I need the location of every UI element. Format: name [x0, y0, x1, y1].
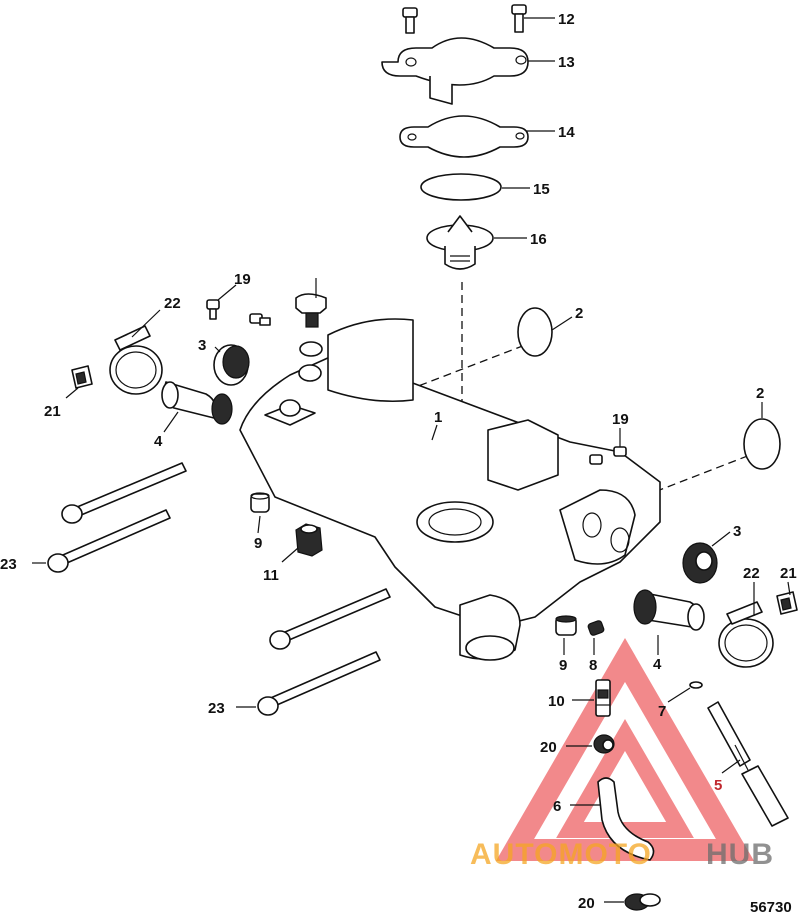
label-13: 13 [558, 54, 575, 71]
label-2-upper: 2 [575, 305, 583, 322]
watermark-automoto: AUTOMOTO [470, 838, 652, 871]
part-21-clip-right [776, 591, 798, 615]
label-16: 16 [530, 231, 547, 248]
label-3-right: 3 [733, 523, 741, 540]
part-3-cap-right [682, 542, 718, 584]
part-5-temperature-sensor [707, 701, 789, 827]
label-23-lower: 23 [208, 700, 225, 717]
label-8: 8 [589, 657, 597, 674]
watermark-text: AUTOMOTO HUB [470, 838, 774, 871]
label-23-upper: 23 [0, 556, 17, 573]
label-7: 7 [658, 703, 666, 720]
label-1: 1 [434, 409, 442, 426]
part-9-bushing-left [250, 492, 270, 513]
label-9-left: 9 [254, 535, 262, 552]
label-4-left: 4 [154, 433, 163, 450]
part-22-hose-clamp-left [109, 325, 163, 395]
part-3-cap-left [213, 344, 250, 386]
part-labels: 12 13 14 15 16 2 2 1 19 19 22 22 3 3 4 4… [0, 11, 797, 912]
part-14-gasket [399, 115, 529, 158]
part-4-fitting-right [633, 589, 705, 631]
part-2-seal-right [743, 418, 781, 470]
part-1-housing [239, 318, 661, 661]
part-4-fitting-left [161, 381, 233, 425]
part-7-o-ring [689, 681, 703, 689]
label-20-upper: 20 [540, 739, 557, 756]
part-22-hose-clamp-right [718, 601, 774, 668]
part-11-nut [295, 523, 323, 557]
label-12: 12 [558, 11, 575, 28]
part-23-long-bolts [47, 462, 391, 716]
label-20-lower: 20 [578, 895, 595, 912]
part-13-thermostat-cover [381, 37, 529, 105]
label-14: 14 [558, 124, 575, 141]
label-2-right: 2 [756, 385, 764, 402]
label-15: 15 [533, 181, 550, 198]
part-10-fitting [595, 679, 611, 717]
part-8-plug [587, 620, 605, 636]
label-21-right: 21 [780, 565, 797, 582]
part-20-clamp-upper [593, 734, 615, 754]
drain-plug [295, 293, 327, 357]
label-4-right: 4 [653, 656, 662, 673]
part-6-hose [597, 777, 655, 861]
part-20-clamp-lower [624, 893, 661, 911]
label-11: 11 [263, 567, 279, 584]
part-12-bolts [402, 4, 527, 34]
label-21-left: 21 [44, 403, 61, 420]
part-16-thermostat [426, 215, 494, 270]
leader-lines [32, 17, 791, 903]
watermark-hub: HUB [706, 838, 774, 871]
label-5: 5 [714, 777, 722, 794]
label-6: 6 [553, 798, 561, 815]
label-22-left: 22 [164, 295, 181, 312]
diagram-number: 56730 [750, 899, 792, 916]
part-19-bolts-upper [206, 299, 271, 326]
label-22-right: 22 [743, 565, 760, 582]
part-21-clip-left [71, 365, 93, 389]
label-3-left: 3 [198, 337, 206, 354]
label-10: 10 [548, 693, 565, 710]
label-19-right: 19 [612, 411, 629, 428]
part-15-o-ring [420, 173, 502, 201]
part-9-bushing-right [555, 615, 577, 636]
label-9-right: 9 [559, 657, 567, 674]
label-19-upper: 19 [234, 271, 251, 288]
part-2-seal-upper [517, 307, 553, 357]
